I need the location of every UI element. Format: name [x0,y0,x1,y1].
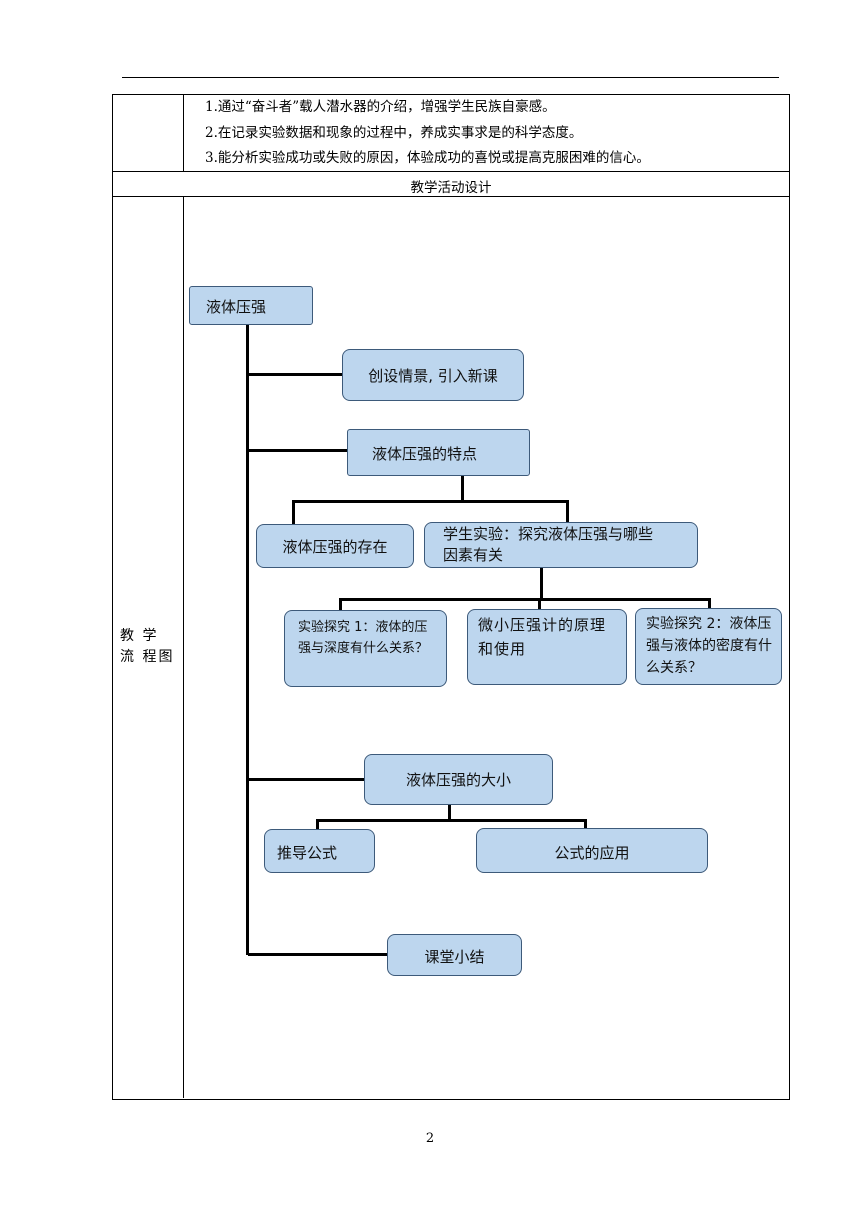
goal-2: 2.在记录实验数据和现象的过程中，养成实事求是的科学态度。 [205,125,583,141]
branch-magnitude-line [248,778,366,781]
table-col-divider-bottom [183,197,184,1098]
branch-intro-line [248,373,344,376]
flow-node-exp2: 实验探究 2：液体压强与液体的密度有什么关系？ [635,608,782,685]
gauge-drop-line [538,598,541,610]
goal-1: 1.通过“奋斗者”载人潜水器的介绍，增强学生民族自豪感。 [205,99,556,115]
header-rule [122,77,779,78]
flow-node-gauge: 微小压强计的原理和使用 [467,609,627,685]
experiment-drop-line [566,500,569,524]
flow-node-exp1: 实验探究 1：液体的压强与深度有什么关系？ [284,610,447,687]
branch-summary-line [248,953,389,956]
flow-node-derive: 推导公式 [264,829,375,873]
branch-features-line [248,449,348,452]
flow-node-features: 液体压强的特点 [347,429,530,476]
flow-node-magnitude: 液体压强的大小 [364,754,553,805]
lesson-table [112,94,790,1100]
flow-node-existence: 液体压强的存在 [256,524,414,568]
table-col-divider-top [183,95,184,171]
experiment-fork-line [339,598,711,601]
features-stem-line [461,475,464,501]
flow-node-experiment: 学生实验：探究液体压强与哪些因素有关 [424,522,698,568]
flow-node-root: 液体压强 [189,286,313,325]
features-fork-line [292,500,569,503]
flow-node-intro: 创设情景, 引入新课 [342,349,524,401]
flow-node-summary: 课堂小结 [387,934,522,976]
magnitude-fork-line [316,819,587,822]
derive-drop-line [316,819,319,831]
experiment-stem-line [540,567,543,600]
goal-3: 3.能分析实验成功或失败的原因，体验成功的喜悦或提高克服困难的信心。 [205,150,650,166]
section-title: 教学活动设计 [410,180,492,196]
exp1-drop-line [339,598,342,612]
page-number: 2 [425,1131,435,1146]
flow-node-apply: 公式的应用 [476,828,708,873]
apply-drop-line [584,819,587,830]
flow-chart-label: 教 学 流 程图 [120,628,175,665]
existence-drop-line [292,500,295,525]
table-row-divider-2 [113,196,789,197]
table-row-divider-1 [113,171,789,172]
magnitude-stem-line [448,804,451,821]
exp2-drop-line [708,598,711,610]
main-trunk-line [246,325,249,955]
